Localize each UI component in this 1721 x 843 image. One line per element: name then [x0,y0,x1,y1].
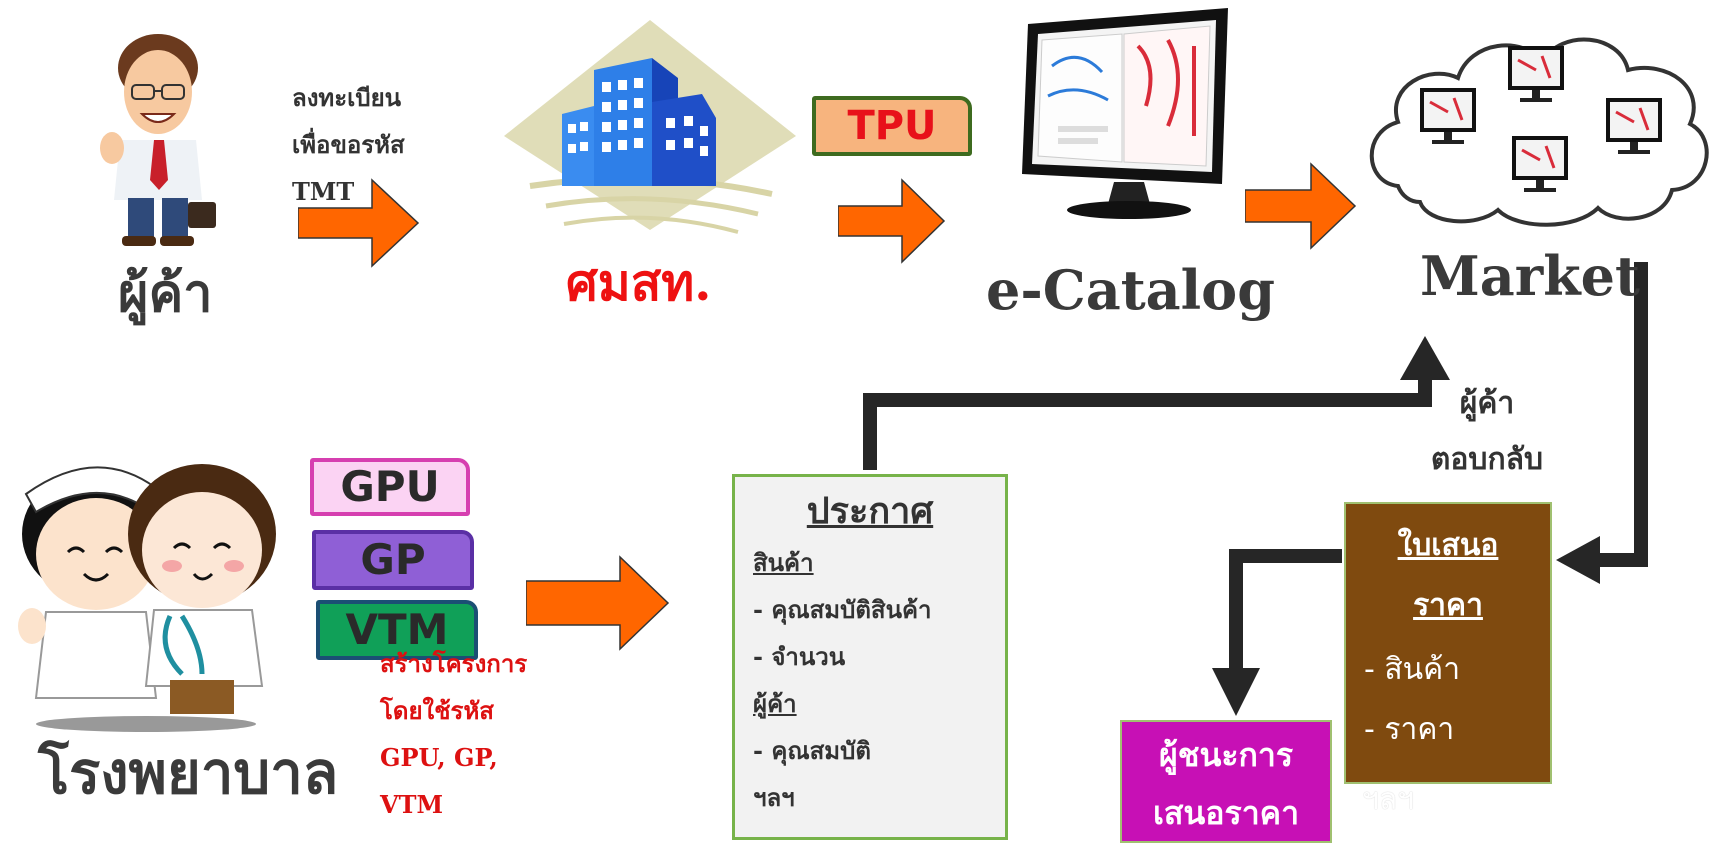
market-cloud-icon [1369,37,1709,227]
gp-tag: GP [312,530,474,590]
ecatalog-label: e-Catalog [986,258,1275,322]
flow-arrow-seller-to-agency [298,178,420,268]
register-note-line: TMT [292,177,355,206]
agency-building-icon [504,20,796,234]
tpu-tag: TPU [812,96,972,156]
connector-arrowhead-up [1400,336,1450,380]
gpu-tag-label: GPU [340,462,440,511]
connector-arrowhead-left [1556,536,1600,584]
quotation-title-line: ใบเสนอ [1397,528,1499,563]
quotation-item: - สินค้า [1364,652,1461,687]
quotation-title: ใบเสนอ ราคา [1346,516,1550,636]
connector-market-to-quotation [1598,262,1648,567]
connector-quotation-to-winner [1229,549,1342,670]
tpu-tag-label: TPU [847,103,937,149]
hospital-nurse-doctor-icon [18,464,276,732]
quotation-item: - ราคา [1364,712,1455,747]
register-note-line: เพื่อขอรหัส [292,130,405,159]
project-note-line: GPU, GP, [380,743,498,772]
quotation-item-etc: ฯลฯ [1362,782,1415,817]
announcement-panel: ประกาศ สินค้า - คุณสมบัติสินค้า - จำนวน … [732,474,1008,840]
project-note: สร้างโครงการ โดยใช้รหัส GPU, GP, VTM [380,640,527,828]
ecatalog-monitor-icon [1022,8,1228,219]
vtm-tag-label: VTM [345,605,449,654]
announcement-product-item: - คุณสมบัติสินค้า [753,595,932,624]
market-label: Market [1420,244,1640,308]
quotation-panel: ใบเสนอ ราคา - สินค้า - ราคา [1344,502,1552,784]
connector-announcement-to-market [863,376,1432,470]
connector-arrowhead-down [1212,668,1260,716]
vtm-tag: VTM [316,600,478,660]
announcement-seller-item: - คุณสมบัติ [753,736,871,765]
agency-label: ศมสท. [566,253,712,312]
project-note-line: สร้างโครงการ [380,649,528,678]
flow-arrow-agency-to-ecatalog [838,178,946,264]
winner-panel: ผู้ชนะการ เสนอราคา [1120,720,1332,843]
quotation-title-line: ราคา [1413,588,1483,623]
seller-label: ผู้ค้า [118,263,213,324]
announcement-seller-item: ฯลฯ [753,783,795,812]
seller-reply-line: ผู้ค้า [1459,386,1515,421]
winner-line: เสนอราคา [1152,794,1300,832]
gp-tag-label: GP [360,535,426,584]
flow-arrow-ecatalog-to-market [1245,162,1357,250]
seller-businessman-icon [100,34,216,246]
gpu-tag: GPU [310,458,470,516]
register-note: ลงทะเบียน เพื่อขอรหัส TMT [292,74,405,215]
announcement-product-item: - จำนวน [753,642,846,671]
hospital-label: โรงพยาบาล [38,739,339,807]
project-note-line: VTM [380,790,444,819]
flow-arrow-hospital-to-announcement [526,555,670,651]
seller-reply-line: ตอบกลับ [1430,442,1544,477]
announcement-product-heading: สินค้า [753,548,814,577]
announcement-seller-heading: ผู้ค้า [753,689,797,718]
project-note-line: โดยใช้รหัส [380,696,494,725]
announcement-title: ประกาศ [806,490,934,532]
winner-line: ผู้ชนะการ [1158,736,1294,774]
register-note-line: ลงทะเบียน [292,83,402,112]
seller-reply-note: ผู้ค้า ตอบกลับ [1424,376,1550,488]
